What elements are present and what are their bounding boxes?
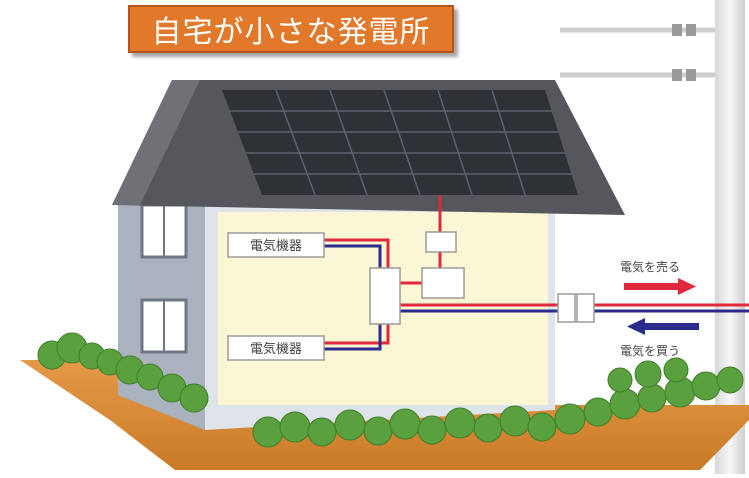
power-conditioner-box bbox=[421, 267, 465, 299]
solar-panel-icon bbox=[222, 89, 578, 196]
appliance-lower: 電気機器 bbox=[227, 335, 325, 361]
distribution-board bbox=[369, 267, 401, 325]
bushes bbox=[37, 332, 744, 448]
wiring bbox=[324, 195, 749, 351]
utility-pole-icon bbox=[560, 0, 745, 474]
window-upper bbox=[140, 203, 188, 259]
appliance-upper-label: 電気機器 bbox=[250, 238, 302, 254]
roof-ridge bbox=[112, 80, 200, 205]
sell-label: 電気を売る bbox=[620, 259, 680, 274]
page-title: 自宅が小さな発電所 bbox=[128, 5, 454, 53]
appliance-upper: 電気機器 bbox=[227, 232, 325, 258]
appliance-lower-label: 電気機器 bbox=[250, 341, 302, 357]
controller-box bbox=[425, 231, 457, 253]
buy-arrow-icon bbox=[627, 318, 699, 335]
meter-box bbox=[557, 293, 595, 323]
buy-label: 電気を買う bbox=[620, 343, 680, 358]
sell-arrow-icon bbox=[624, 278, 696, 295]
window-lower bbox=[140, 298, 188, 354]
